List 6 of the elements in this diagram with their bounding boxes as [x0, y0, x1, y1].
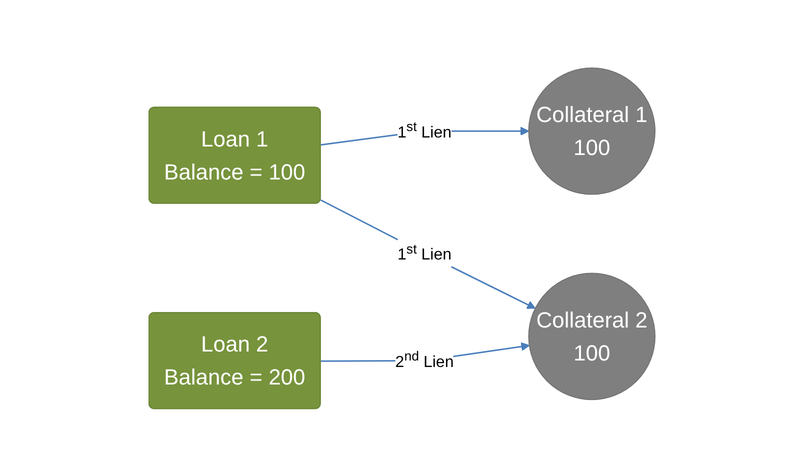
- node-circle: Collateral 2 100: [528, 272, 656, 400]
- edge-label: 1$^{st}$ Lien: [398, 240, 452, 264]
- edge-label: 1$^{st}$ Lien: [398, 118, 452, 141]
- arrow: [320, 199, 536, 308]
- node-circle: Collateral 1 100: [528, 67, 656, 194]
- edge-label: 2$^{nd}$ Lien: [395, 348, 454, 370]
